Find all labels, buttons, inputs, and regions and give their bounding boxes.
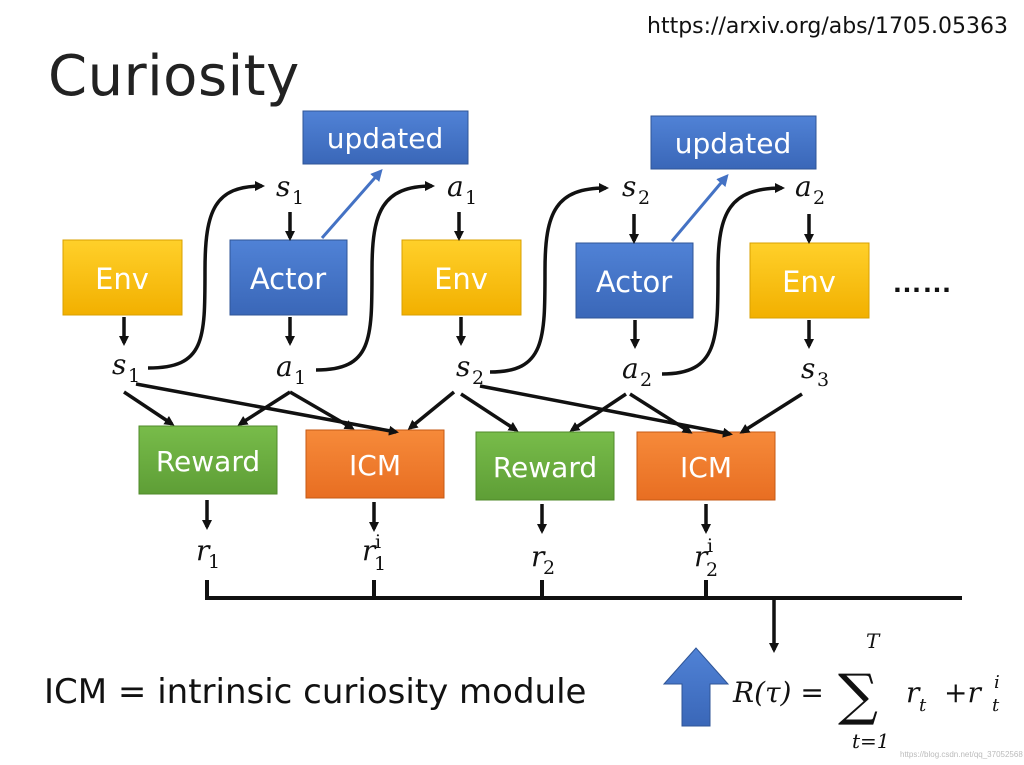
svg-text:1: 1 bbox=[292, 187, 304, 209]
formula-term2-sup: i bbox=[994, 672, 1000, 693]
reward-box-1-label: Reward bbox=[156, 445, 260, 478]
svg-text:r: r bbox=[694, 540, 709, 573]
label-a1: a 1 bbox=[276, 350, 306, 389]
label-s1-top: s 1 bbox=[276, 170, 304, 209]
updated-box-1-label: updated bbox=[327, 122, 443, 155]
svg-text:3: 3 bbox=[817, 369, 829, 391]
updated-box-1: updated bbox=[302, 110, 469, 165]
actor-box-2-label: Actor bbox=[596, 265, 672, 299]
watermark: https://blog.csdn.net/qq_37052568 bbox=[900, 750, 1023, 759]
svg-text:2: 2 bbox=[640, 369, 652, 391]
curved-arrows bbox=[147, 181, 785, 376]
label-a2: a 2 bbox=[622, 352, 652, 391]
env-box-2: Env bbox=[401, 239, 522, 316]
page-title: Curiosity bbox=[48, 44, 300, 109]
label-r2-intrinsic: r i 2 bbox=[694, 535, 718, 581]
updated-box-2-label: updated bbox=[675, 127, 791, 160]
icm-box-2-label: ICM bbox=[680, 451, 732, 484]
svg-text:a: a bbox=[795, 170, 812, 203]
svg-text:1: 1 bbox=[465, 187, 477, 209]
sum-bar bbox=[205, 580, 962, 653]
svg-text:i: i bbox=[375, 531, 381, 553]
svg-text:1: 1 bbox=[294, 367, 306, 389]
svg-text:s: s bbox=[801, 352, 815, 385]
actor-box-1: Actor bbox=[229, 239, 348, 316]
svg-text:a: a bbox=[447, 170, 464, 203]
formula-lower: t=1 bbox=[852, 729, 890, 753]
reward-box-2-label: Reward bbox=[493, 451, 597, 484]
footnote: ICM = intrinsic curiosity module bbox=[44, 672, 587, 712]
updated-box-2: updated bbox=[650, 115, 817, 170]
svg-text:2: 2 bbox=[472, 367, 484, 389]
actor-box-1-label: Actor bbox=[250, 262, 326, 296]
svg-text:1: 1 bbox=[128, 365, 140, 387]
actor-box-2: Actor bbox=[575, 242, 694, 319]
diagonal-arrows bbox=[123, 382, 803, 438]
source-url: https://arxiv.org/abs/1705.05363 bbox=[647, 14, 1009, 39]
env-box-1-label: Env bbox=[95, 262, 149, 296]
svg-text:2: 2 bbox=[706, 559, 718, 581]
icm-box-2: ICM bbox=[636, 431, 776, 501]
label-r2: r 2 bbox=[531, 540, 555, 579]
env-box-2-label: Env bbox=[434, 262, 488, 296]
svg-text:a: a bbox=[622, 352, 639, 385]
svg-text:r: r bbox=[531, 540, 546, 573]
svg-text:r: r bbox=[196, 534, 211, 567]
env-box-3-label: Env bbox=[782, 265, 836, 299]
svg-text:2: 2 bbox=[638, 187, 650, 209]
icm-box-1-label: ICM bbox=[349, 449, 401, 482]
label-s1: s 1 bbox=[112, 348, 140, 387]
label-r1-intrinsic: r i 1 bbox=[362, 531, 386, 575]
svg-text:a: a bbox=[276, 350, 293, 383]
label-s2-top: s 2 bbox=[622, 170, 650, 209]
big-up-arrow-icon bbox=[662, 647, 730, 727]
svg-text:s: s bbox=[456, 350, 470, 383]
update-arrows bbox=[320, 168, 729, 242]
formula-term1: r bbox=[906, 676, 921, 709]
label-a2-top: a 2 bbox=[795, 170, 825, 209]
svg-text:1: 1 bbox=[374, 553, 386, 575]
svg-text:s: s bbox=[622, 170, 636, 203]
icm-box-1: ICM bbox=[305, 429, 445, 499]
svg-text:i: i bbox=[707, 535, 713, 557]
formula-term2-sub: t bbox=[992, 695, 1000, 716]
label-s3: s 3 bbox=[801, 352, 829, 391]
svg-text:s: s bbox=[276, 170, 290, 203]
formula-sum-icon: ∑ bbox=[838, 663, 878, 728]
env-box-1: Env bbox=[62, 239, 183, 316]
svg-text:1: 1 bbox=[208, 551, 220, 573]
return-formula: R(τ) = ∑ T t=1 r t +r i t bbox=[732, 629, 1000, 753]
formula-upper: T bbox=[866, 629, 881, 653]
svg-text:2: 2 bbox=[543, 557, 555, 579]
label-s2: s 2 bbox=[456, 350, 484, 389]
reward-box-2: Reward bbox=[475, 431, 615, 501]
label-a1-top: a 1 bbox=[447, 170, 477, 209]
svg-text:2: 2 bbox=[813, 187, 825, 209]
env-box-3: Env bbox=[749, 242, 870, 319]
label-r1: r 1 bbox=[196, 534, 220, 573]
vertical-arrows bbox=[119, 212, 814, 534]
formula-term2: +r bbox=[944, 676, 982, 709]
svg-text:r: r bbox=[362, 534, 377, 567]
svg-text:s: s bbox=[112, 348, 126, 381]
formula-lhs: R(τ) = bbox=[732, 676, 824, 709]
formula-term1-sub: t bbox=[919, 695, 927, 716]
ellipsis-label: …… bbox=[892, 266, 952, 299]
reward-box-1: Reward bbox=[138, 425, 278, 495]
